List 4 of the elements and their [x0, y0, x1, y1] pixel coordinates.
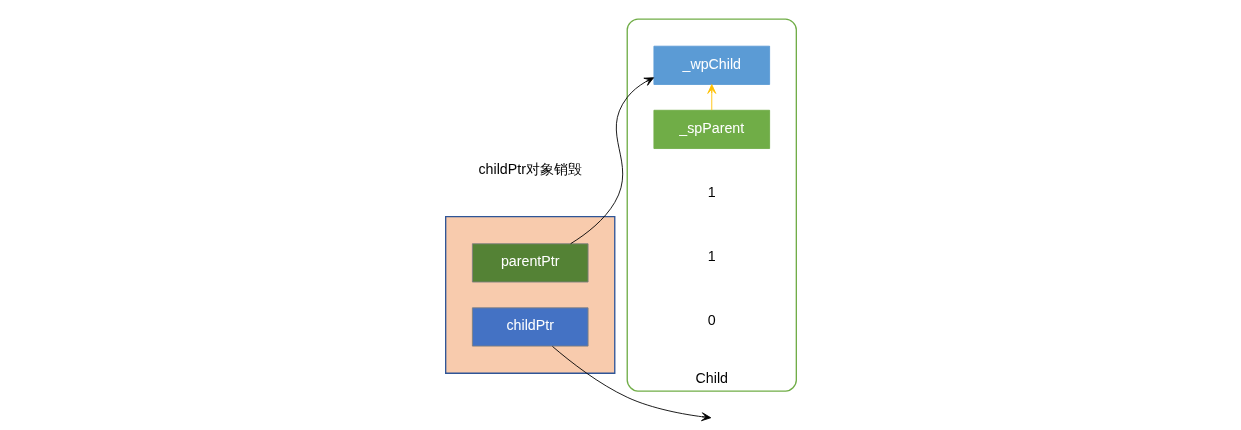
label: childPtr对象销毁 — [478, 160, 582, 177]
label: 1 — [707, 183, 716, 200]
label: 0 — [707, 312, 716, 329]
label: 1 — [707, 247, 716, 264]
